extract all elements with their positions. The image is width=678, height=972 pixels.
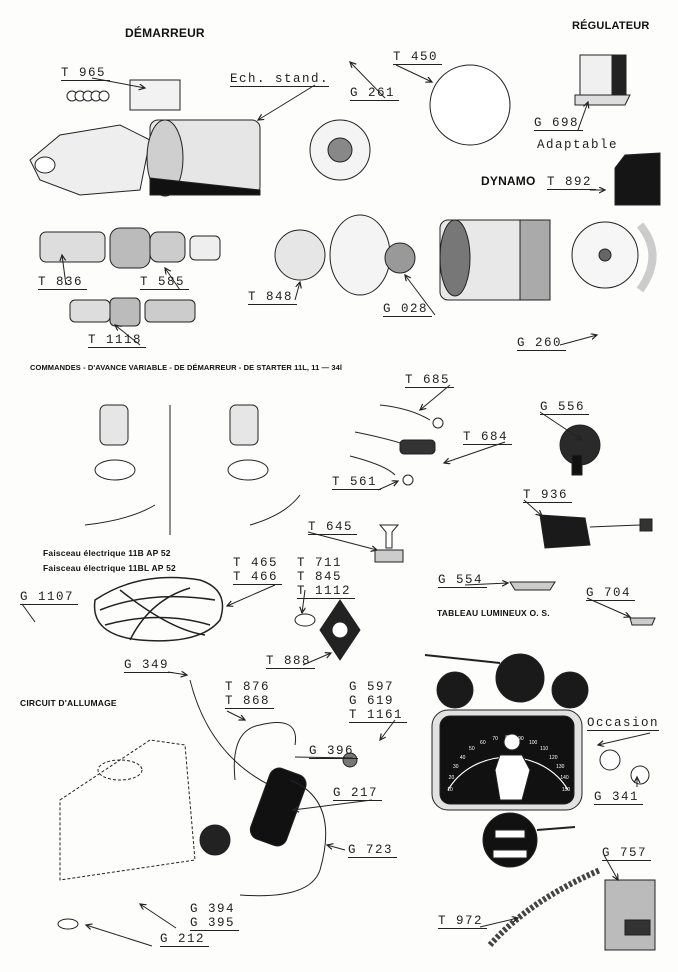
part-ref-t685[interactable]: T 685: [405, 373, 455, 388]
t450-parts-circle: [429, 64, 511, 146]
part-ref-t466[interactable]: T 466: [233, 570, 283, 585]
part-ref-t1112[interactable]: T 1112: [297, 584, 356, 599]
speedometer-tick-label: 110: [540, 746, 549, 753]
part-ref-g394[interactable]: G 394: [190, 902, 236, 916]
section-title-tableau-lumineux: TABLEAU LUMINEUX O. S.: [437, 608, 550, 618]
section-title-regulateur: RÉGULATEUR: [572, 20, 650, 32]
part-ref-t848[interactable]: T 848: [248, 290, 298, 305]
speedometer-tick-label: 60: [480, 740, 486, 747]
part-ref-t892[interactable]: T 892: [547, 175, 597, 190]
part-ref-t585[interactable]: T 585: [140, 275, 190, 290]
speedometer-tick-label: 50: [469, 746, 475, 753]
part-ref-g261[interactable]: G 261: [350, 86, 400, 101]
part-ref-t450[interactable]: T 450: [393, 50, 443, 65]
speedometer-tick-label: 10: [447, 787, 453, 793]
note-adaptable: Adaptable: [537, 138, 619, 152]
part-ref-t836[interactable]: T 836: [38, 275, 88, 290]
battery-box-g757: [604, 879, 656, 951]
starter-drive-illustration: [39, 227, 221, 327]
part-ref-g395[interactable]: G 395: [190, 916, 240, 931]
part-ref-g341[interactable]: G 341: [594, 790, 644, 805]
regulator-t888-illustration: [294, 599, 361, 661]
part-ref-t1161[interactable]: T 1161: [349, 708, 408, 723]
part-ref-t465[interactable]: T 465: [233, 556, 279, 570]
dashboard-illustration: [424, 653, 650, 811]
section-title-commandes: COMMANDES - D'AVANCE VARIABLE - DE DÉMAR…: [30, 363, 343, 372]
speedometer-tick-label: 120: [549, 754, 558, 761]
part-ref-t965[interactable]: T 965: [61, 66, 111, 81]
speedometer-tick-label: 40: [459, 754, 466, 761]
fuse-box-g704: [629, 617, 656, 626]
part-ref-g1107[interactable]: G 1107: [20, 590, 79, 605]
part-ref-g704[interactable]: G 704: [586, 586, 636, 601]
part-ref-g396[interactable]: G 396: [309, 744, 359, 759]
dynamo-illustration: [274, 214, 657, 301]
regulator-illustration: [574, 54, 631, 106]
note-occasion: Occasion: [587, 716, 660, 731]
speedometer-tick-label: 140: [560, 775, 569, 782]
leader-lines: [21, 62, 651, 947]
part-ref-g723[interactable]: G 723: [348, 843, 398, 858]
part-ref-g217[interactable]: G 217: [333, 786, 383, 801]
control-cables-illustration: [349, 404, 444, 486]
part-ref-t561[interactable]: T 561: [332, 475, 382, 490]
part-ref-t972[interactable]: T 972: [438, 914, 488, 929]
speedometer-tick-label: 80: [505, 735, 511, 741]
speedometer-tick-label: 70: [492, 736, 498, 743]
part-ref-g619[interactable]: G 619: [349, 694, 395, 708]
part-ref-t684[interactable]: T 684: [463, 430, 513, 445]
switch-t645-illustration: [374, 524, 404, 563]
part-ref-t888[interactable]: T 888: [266, 654, 316, 669]
caption-faisceau-11b: Faisceau électrique 11B AP 52: [43, 548, 171, 558]
part-ref-g698[interactable]: G 698: [534, 116, 584, 131]
section-title-circuit-allumage: CIRCUIT D'ALLUMAGE: [20, 698, 117, 708]
part-ref-g554[interactable]: G 554: [438, 573, 488, 588]
fuse-box-g554: [509, 581, 556, 591]
part-ref-t711[interactable]: T 711: [297, 556, 343, 570]
speedometer-tick-label: 130: [556, 764, 565, 771]
speedometer-tick-label: 30: [452, 764, 459, 771]
part-ref-t845[interactable]: T 845: [297, 570, 343, 584]
part-ref-g349[interactable]: G 349: [124, 658, 174, 673]
part-ref-g212[interactable]: G 212: [160, 932, 210, 947]
part-ref-t876[interactable]: T 876: [225, 680, 271, 694]
speedometer-cable-t972: [487, 867, 602, 947]
odometer-illustration: [482, 812, 576, 868]
caption-faisceau-11bl: Faisceau électrique 11BL AP 52: [43, 563, 176, 573]
part-ref-g260[interactable]: G 260: [517, 336, 567, 351]
part-ref-g556[interactable]: G 556: [540, 400, 590, 415]
part-ref-t936[interactable]: T 936: [523, 488, 573, 503]
note-ech-stand: Ech. stand.: [230, 72, 330, 87]
speedometer-tick-label: 90: [518, 736, 524, 743]
part-ref-g028[interactable]: G 028: [383, 302, 433, 317]
part-ref-t645[interactable]: T 645: [308, 520, 358, 535]
part-ref-t1118[interactable]: T 1118: [88, 333, 147, 348]
section-title-demarreur: DÉMARREUR: [125, 26, 205, 40]
controls-illustration: [84, 404, 301, 535]
speedometer-tick-label: 20: [448, 775, 455, 782]
part-ref-t868[interactable]: T 868: [225, 694, 275, 709]
part-ref-g757[interactable]: G 757: [602, 846, 652, 861]
speedometer-tick-label: 150: [561, 787, 571, 793]
switch-knob-illustration: [559, 424, 601, 476]
part-ref-g597[interactable]: G 597: [349, 680, 395, 694]
ignition-circuit-illustration: [57, 679, 358, 930]
starter-motor-illustration: [29, 79, 371, 197]
speedometer-tick-label: 100: [528, 740, 538, 747]
ignition-switch-illustration: [539, 514, 653, 549]
dynamo-cover-t892: [614, 152, 661, 206]
section-title-dynamo: DYNAMO: [481, 174, 536, 188]
wiring-harness-illustration: [93, 576, 224, 642]
